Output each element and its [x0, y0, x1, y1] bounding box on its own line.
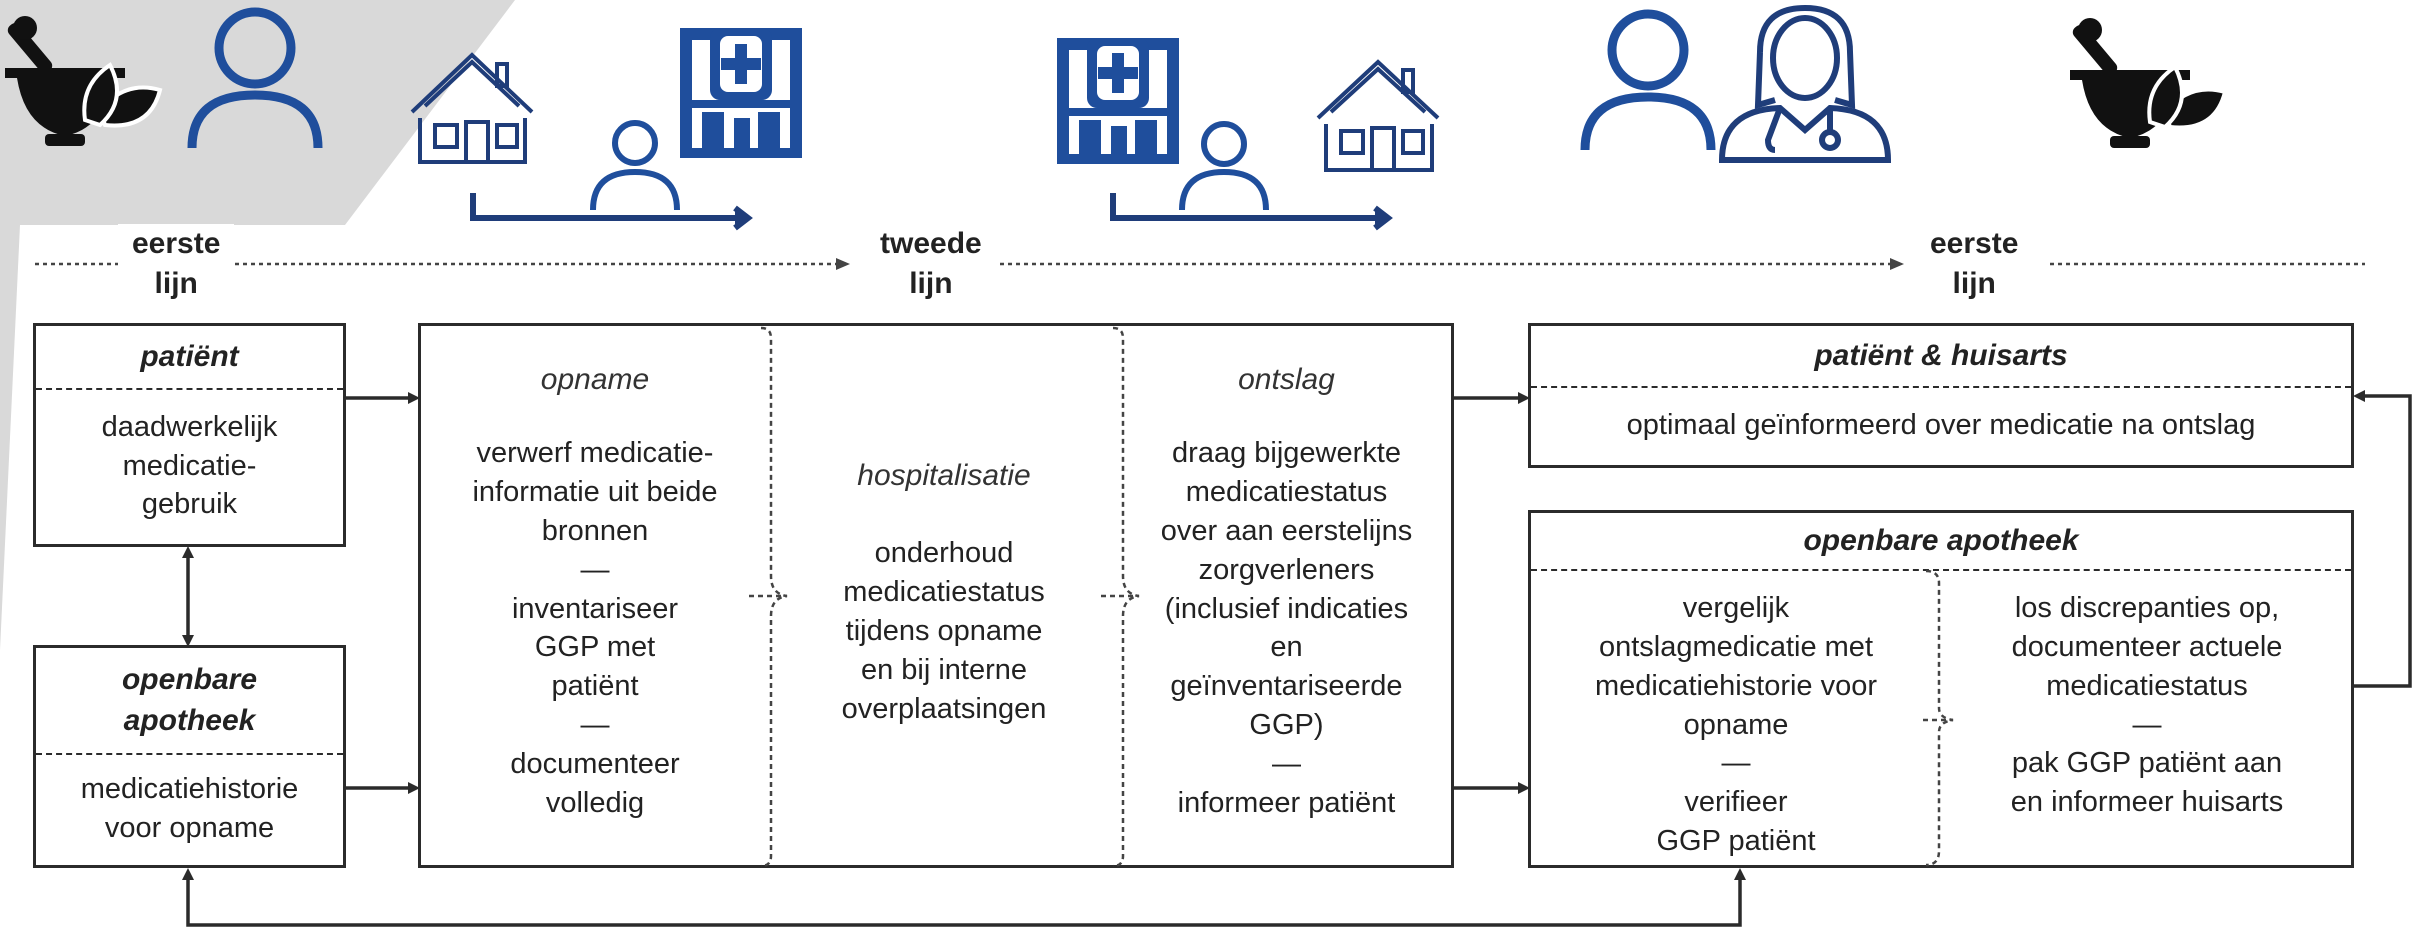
flow-connectors [186, 394, 2412, 927]
person-icon [1179, 121, 1269, 211]
patient-gp-box-body: optimaal geïnformeerd over medicatie na … [1626, 409, 2256, 442]
pharmacy-after-right-column: los discrepanties op, documenteer actuel… [1941, 569, 2353, 865]
patient-gp-box: patiënt & huisarts optimaal geïnformeerd… [1528, 323, 2354, 468]
patient-box-title: patiënt [36, 326, 343, 390]
timeline-arrowhead [836, 258, 850, 270]
hospital-box: opname verwerf medicatie- informatie uit… [418, 323, 1454, 868]
second-line-label: tweede lijn [866, 224, 996, 304]
first-line-label-left: eerste lijn [118, 224, 235, 304]
transfer-arrow-admission [470, 193, 753, 231]
pharmacy-after-box-title: openbare apotheek [1531, 513, 2351, 571]
label-line1: eerste [1930, 227, 2019, 260]
pharmacy-after-left-body: vergelijk ontslagmedicatie met medicatie… [1594, 592, 1878, 858]
pharmacy-after-divider [1923, 569, 1954, 867]
admission-body: verwerf medicatie- informatie uit beide … [472, 437, 718, 819]
hospitalisation-column: hospitalisatie onderhoud medicatiestatus… [769, 326, 1119, 865]
person-icon [187, 7, 323, 149]
first-line-label-right: eerste lijn [1916, 224, 2033, 304]
admission-column: opname verwerf medicatie- informatie uit… [421, 326, 769, 865]
mortar-pestle-herb-icon [5, 16, 163, 146]
house-icon [410, 52, 534, 164]
pharmacy-after-left-column: vergelijk ontslagmedicatie met medicatie… [1531, 569, 1941, 865]
hospital-icon [1057, 38, 1179, 164]
phase-dividers [749, 326, 1140, 868]
hospital-icon [680, 28, 802, 158]
patient-gp-box-title: patiënt & huisarts [1531, 326, 2351, 388]
discharge-title: ontslag [1238, 363, 1335, 396]
patient-box-body: daadwerkelijk medicatie- gebruik [101, 410, 278, 521]
label-line1: eerste [132, 227, 221, 260]
house-icon [1316, 59, 1440, 172]
pharmacy-before-box: openbare apotheek medicatiehistorie voor… [33, 645, 346, 868]
admission-title: opname [540, 363, 650, 396]
label-line1: tweede [880, 227, 982, 260]
hospitalisation-body: onderhoud medicatiestatus tijdens opname… [841, 537, 1047, 725]
label-line2: lijn [1952, 267, 1996, 300]
discharge-column: ontslag draag bijgewerkte medicatiestatu… [1119, 326, 1454, 865]
pharmacy-before-box-title: openbare apotheek [36, 648, 343, 755]
person-icon [590, 120, 680, 211]
person-icon [1580, 9, 1716, 151]
discharge-body: draag bijgewerkte medicatiestatus over a… [1160, 437, 1413, 819]
patient-box: patiënt daadwerkelijk medicatie- gebruik [33, 323, 346, 547]
label-line2: lijn [154, 267, 198, 300]
label-line2: lijn [909, 267, 953, 300]
doctor-icon [1718, 4, 1892, 163]
pharmacy-after-right-body: los discrepanties op, documenteer actuel… [2010, 592, 2284, 819]
transfer-arrow-discharge [1110, 193, 1393, 231]
pharmacy-after-box: openbare apotheek vergelijk ontslagmedic… [1528, 510, 2354, 868]
hospitalisation-title: hospitalisatie [857, 459, 1031, 492]
flow-arrowheads [182, 390, 2365, 880]
pharmacy-before-box-body: medicatiehistorie voor opname [80, 773, 299, 844]
timeline-arrowhead [1890, 258, 1904, 270]
mortar-pestle-herb-icon [2070, 18, 2228, 148]
